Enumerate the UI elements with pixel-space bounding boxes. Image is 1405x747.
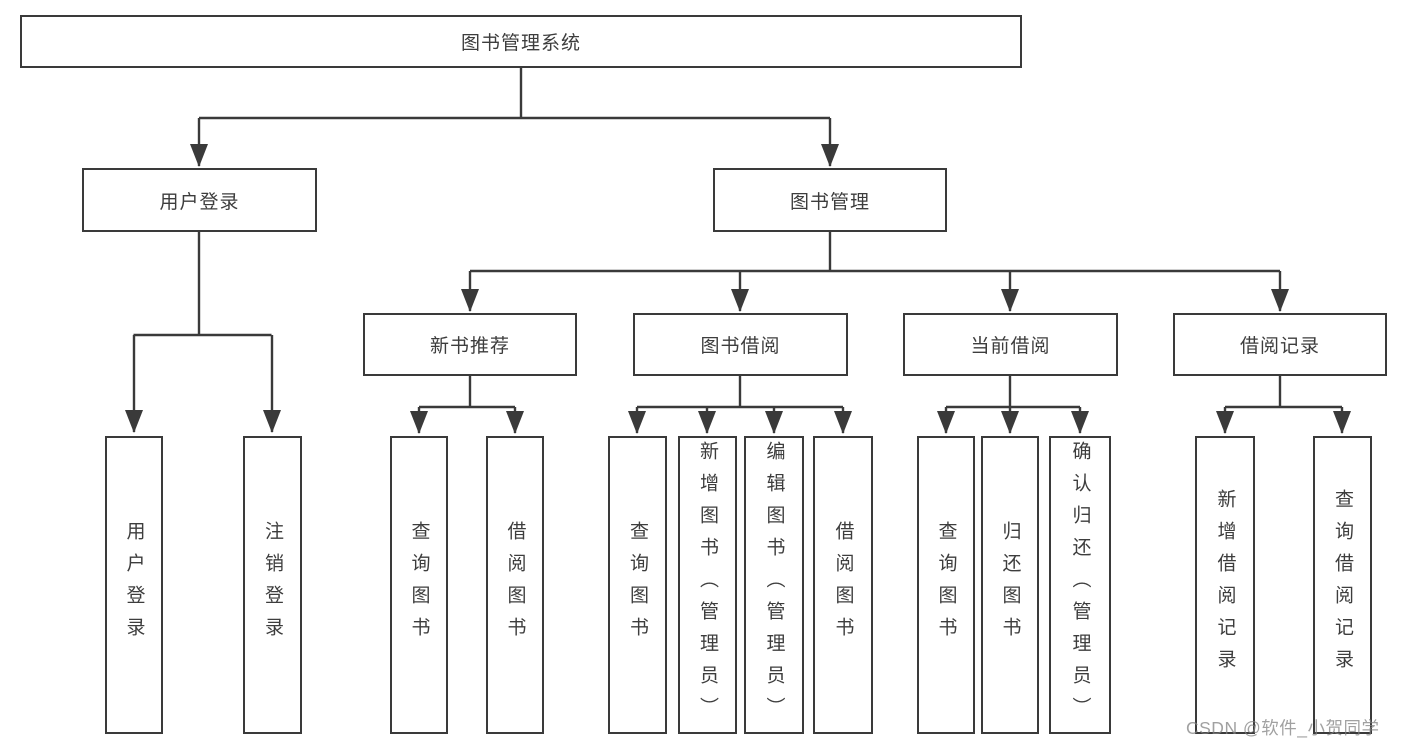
connector-book-borrow-split <box>637 376 843 409</box>
node-query-books-1-label: 查询图书 <box>408 521 430 649</box>
node-edit-book-admin-label: 编辑图书（管理员） <box>763 441 785 729</box>
node-confirm-return-admin-label: 确认归还（管理员） <box>1069 441 1091 729</box>
node-borrow-books-2-label: 借阅图书 <box>832 521 854 649</box>
connector-borrow-record-split <box>1225 376 1342 409</box>
node-add-book-admin: 新增图书（管理员） <box>678 436 737 734</box>
node-borrow-books-1: 借阅图书 <box>486 436 544 734</box>
node-book-borrow-label: 图书借阅 <box>700 336 781 357</box>
node-return-book: 归还图书 <box>981 436 1039 734</box>
node-query-books-3: 查询图书 <box>917 436 975 734</box>
node-new-book-recommend-label: 新书推荐 <box>429 336 510 357</box>
node-add-book-admin-label: 新增图书（管理员） <box>697 441 718 729</box>
node-user-login-label: 用户登录 <box>159 191 240 213</box>
node-user-login-leaf-label: 用户登录 <box>123 521 145 649</box>
connector-root-split <box>199 68 830 120</box>
connector-user-login-split <box>133 232 272 337</box>
node-return-book-label: 归还图书 <box>999 521 1021 649</box>
node-add-borrow-record: 新增借阅记录 <box>1195 436 1255 734</box>
node-book-borrow: 图书借阅 <box>633 313 848 376</box>
node-edit-book-admin: 编辑图书（管理员） <box>744 436 804 734</box>
node-book-management: 图书管理 <box>713 168 947 232</box>
node-query-books-3-label: 查询图书 <box>935 521 957 649</box>
node-borrow-record: 借阅记录 <box>1173 313 1387 376</box>
node-confirm-return-admin: 确认归还（管理员） <box>1049 436 1111 734</box>
node-user-login: 用户登录 <box>82 168 317 232</box>
node-current-borrow-label: 当前借阅 <box>970 336 1051 357</box>
node-add-borrow-record-label: 新增借阅记录 <box>1214 489 1236 681</box>
node-logout-label: 注销登录 <box>262 521 283 649</box>
node-query-books-2-label: 查询图书 <box>627 521 648 649</box>
node-query-borrow-record: 查询借阅记录 <box>1313 436 1372 734</box>
node-query-books-1: 查询图书 <box>390 436 448 734</box>
node-root: 图书管理系统 <box>20 15 1022 68</box>
node-query-borrow-record-label: 查询借阅记录 <box>1332 489 1353 681</box>
node-query-books-2: 查询图书 <box>608 436 667 734</box>
connector-new-book-split <box>419 376 515 409</box>
connector-current-borrow-split <box>946 376 1080 409</box>
node-borrow-books-1-label: 借阅图书 <box>504 521 526 649</box>
node-current-borrow: 当前借阅 <box>903 313 1118 376</box>
node-new-book-recommend: 新书推荐 <box>363 313 577 376</box>
node-user-login-leaf: 用户登录 <box>105 436 163 734</box>
connector-book-management-split <box>470 232 1280 273</box>
node-book-management-label: 图书管理 <box>789 191 870 213</box>
node-borrow-books-2: 借阅图书 <box>813 436 873 734</box>
node-borrow-record-label: 借阅记录 <box>1239 336 1320 357</box>
csdn-watermark: CSDN @软件_小贺同学 <box>1186 718 1380 738</box>
node-logout: 注销登录 <box>243 436 302 734</box>
node-root-label: 图书管理系统 <box>460 33 581 54</box>
